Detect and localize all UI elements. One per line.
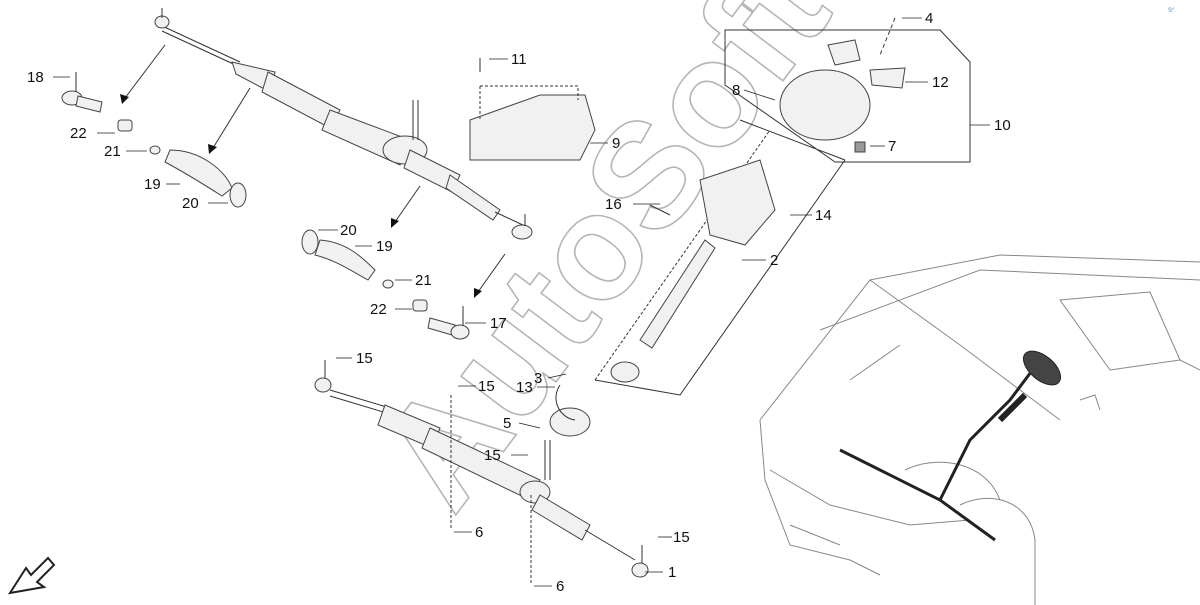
label-6a: 6 — [475, 524, 483, 541]
label-8: 8 — [732, 82, 740, 99]
label-11: 11 — [511, 51, 527, 68]
corner-mark: S° — [1168, 8, 1175, 14]
bottom-steering-rack — [314, 360, 649, 585]
label-22b: 22 — [370, 301, 387, 318]
watermark: AutoSoft — [344, 0, 861, 538]
label-18: 18 — [27, 69, 44, 86]
right-tie-rod-parts — [301, 229, 470, 340]
label-13: 13 — [516, 379, 533, 396]
label-5: 5 — [503, 415, 511, 432]
svg-text:AutoSoft: AutoSoft — [345, 0, 860, 537]
label-21b: 21 — [415, 272, 432, 289]
label-19a: 19 — [144, 176, 161, 193]
label-9: 9 — [612, 135, 620, 152]
part-number-labels: 18 22 21 19 20 20 19 21 22 17 15 15 15 1… — [27, 10, 1011, 595]
steering-wheel-assembly — [724, 17, 971, 163]
label-20a: 20 — [182, 195, 199, 212]
steering-column — [549, 119, 846, 437]
explode-arrows — [120, 44, 506, 298]
label-15b: 15 — [478, 378, 495, 395]
cover-assembly — [469, 58, 596, 161]
label-14: 14 — [815, 207, 832, 224]
label-12: 12 — [932, 74, 949, 91]
left-tie-rod-parts — [61, 72, 247, 208]
label-16: 16 — [605, 196, 622, 213]
label-6b: 6 — [556, 578, 564, 595]
vehicle-outline — [759, 254, 1200, 605]
label-15d: 15 — [673, 529, 690, 546]
label-15a: 15 — [356, 350, 373, 367]
label-17: 17 — [490, 315, 507, 332]
label-20b: 20 — [340, 222, 357, 239]
label-21a: 21 — [104, 143, 121, 160]
label-15c: 15 — [484, 447, 501, 464]
label-2: 2 — [770, 252, 778, 269]
label-1: 1 — [668, 564, 676, 581]
top-steering-rack — [154, 8, 533, 240]
front-direction-arrow-icon — [7, 556, 56, 595]
label-22a: 22 — [70, 125, 87, 142]
label-10: 10 — [994, 117, 1011, 134]
leader-lines — [53, 17, 990, 587]
label-7: 7 — [888, 138, 896, 155]
label-4: 4 — [925, 10, 933, 27]
label-19b: 19 — [376, 238, 393, 255]
label-3: 3 — [534, 370, 542, 387]
